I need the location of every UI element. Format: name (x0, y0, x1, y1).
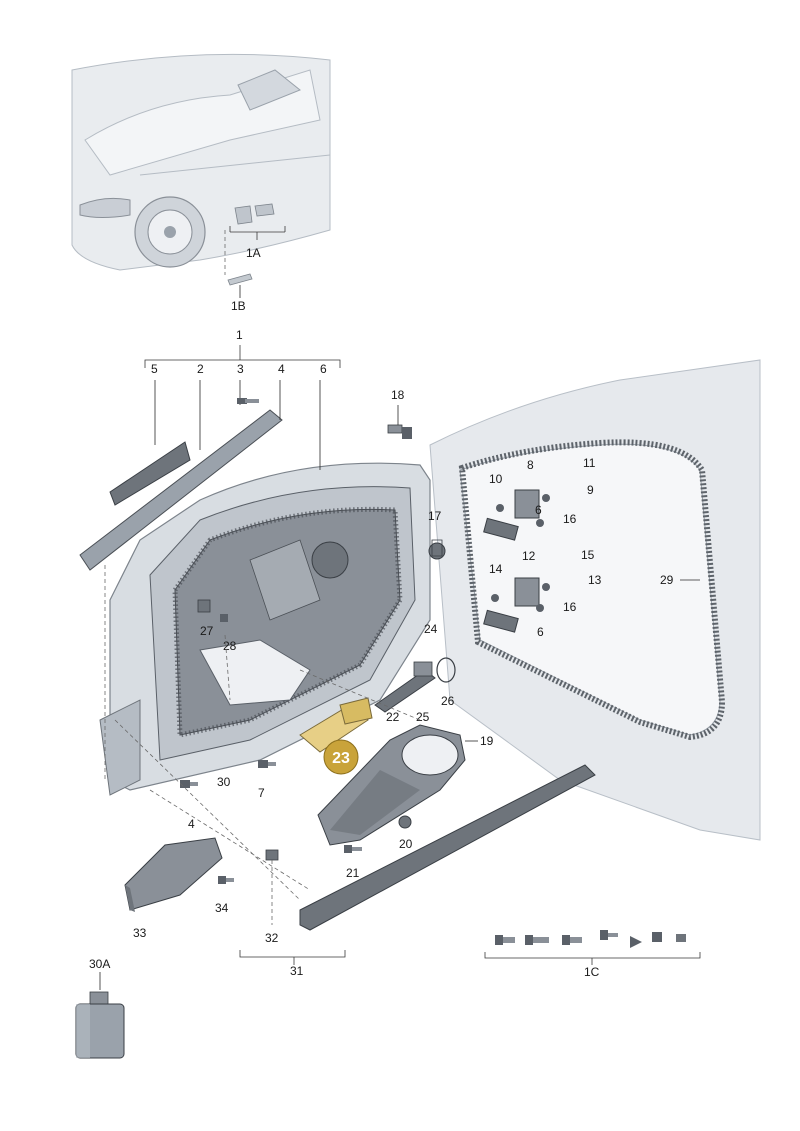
callout-25: 25 (416, 710, 430, 724)
callout-8: 8 (527, 458, 534, 472)
callout-31: 31 (290, 964, 304, 978)
bolt-3 (237, 398, 259, 404)
callout-23-badge: 23 (332, 750, 350, 767)
callout-30: 30 (217, 775, 231, 789)
callout-14: 14 (489, 562, 503, 576)
door-check-strap-22 (374, 661, 436, 713)
callout-4: 4 (278, 362, 285, 376)
door-contact-switch-17 (428, 539, 446, 560)
callout-22: 22 (386, 710, 400, 724)
callout-32: 32 (265, 931, 279, 945)
callout-29: 29 (660, 573, 674, 587)
callout-26: 26 (441, 694, 455, 708)
callout-21: 21 (346, 866, 360, 880)
callout-5: 5 (151, 362, 158, 376)
callout-4-lower: 4 (188, 817, 195, 831)
callout-6-lower: 6 (537, 625, 544, 639)
callout-30A: 30A (89, 957, 110, 971)
callout-1: 1 (236, 328, 243, 342)
bolt-4 (180, 780, 198, 788)
bolt-21 (344, 845, 362, 853)
callout-9: 9 (587, 483, 594, 497)
fastener-set-1C (495, 930, 686, 948)
car-front-illustration (71, 53, 331, 286)
callout-28: 28 (223, 639, 237, 653)
callout-20: 20 (399, 837, 413, 851)
callout-27: 27 (200, 624, 214, 638)
callout-10: 10 (489, 472, 503, 486)
callout-1B: 1B (231, 299, 246, 313)
callout-7: 7 (258, 786, 265, 800)
bolt-28 (220, 614, 228, 622)
callout-19: 19 (480, 734, 494, 748)
hinge-upper (483, 489, 550, 541)
window-channel-2 (79, 409, 283, 571)
callout-3: 3 (237, 362, 244, 376)
callout-2: 2 (197, 362, 204, 376)
callout-6-upper: 6 (535, 503, 542, 517)
hinge-lower (483, 577, 550, 633)
callout-33: 33 (133, 926, 147, 940)
callout-15: 15 (581, 548, 595, 562)
clip-32 (265, 849, 279, 861)
callout-11: 11 (583, 456, 596, 470)
bolt-18 (387, 424, 412, 439)
callout-1A: 1A (246, 246, 261, 260)
door-shell (99, 462, 431, 796)
clip-27 (197, 599, 211, 613)
bolt-7 (258, 760, 276, 768)
callout-12: 12 (522, 549, 536, 563)
callout-16-lower: 16 (563, 600, 577, 614)
bolt-34 (218, 876, 234, 884)
speaker-carrier-19 (317, 724, 466, 846)
nut-20 (398, 815, 412, 829)
callout-24: 24 (424, 622, 438, 636)
highlighted-part-23 (299, 697, 373, 775)
callout-6: 6 (320, 362, 327, 376)
callout-18: 18 (391, 388, 405, 402)
callout-13: 13 (588, 573, 602, 587)
callout-17: 17 (428, 509, 442, 523)
callout-1C: 1C (584, 965, 600, 979)
gasket-26 (436, 657, 456, 683)
sill-strip-31 (299, 764, 596, 931)
trim-strip-5 (109, 441, 191, 506)
vehicle-body-side (429, 359, 761, 841)
bottle-30A (75, 991, 125, 1059)
callout-16-upper: 16 (563, 512, 577, 526)
callout-34: 34 (215, 901, 229, 915)
part-33 (124, 837, 223, 912)
